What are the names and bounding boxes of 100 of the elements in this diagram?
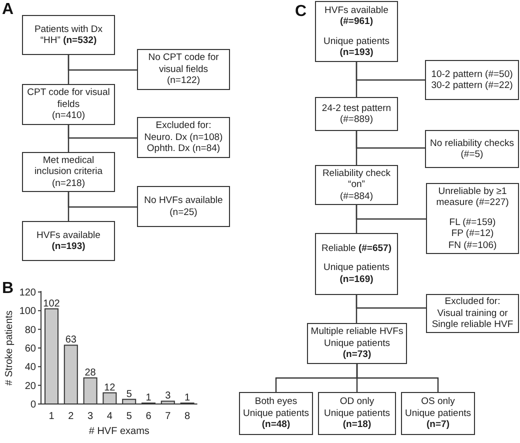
connector-line (68, 125, 137, 139)
step-text: (n=193) (52, 241, 86, 252)
step-text: 30-2 pattern (#=22) (431, 80, 513, 92)
connector-line (356, 205, 426, 220)
process-box (137, 186, 230, 227)
tick-label: 40 (24, 362, 36, 374)
step-text: (n=73) (342, 349, 372, 361)
data-label: 1 (146, 392, 152, 404)
connector-line (356, 364, 439, 392)
step-text: (n=48) (262, 419, 290, 431)
tick-label: 1 (48, 411, 54, 422)
step-text: (n=18) (342, 419, 372, 431)
tick-label: 4 (106, 411, 112, 422)
step-text: (n=410) (52, 110, 85, 122)
step-text: FL (#=159) (449, 216, 496, 228)
step-text: (n=122) (166, 75, 200, 87)
data-label: 63 (65, 334, 76, 346)
tick-label: 3 (88, 411, 94, 422)
process-box (315, 1, 398, 62)
step-text: Excluded for: (444, 296, 500, 308)
step-text: FP (#=12) (451, 228, 494, 240)
process-box (318, 392, 396, 435)
step-text: Patients with Dx “HH” (n=532) (33, 24, 104, 46)
process-box (307, 323, 407, 364)
step-text: (n=193) (340, 47, 374, 58)
process-box (315, 97, 398, 131)
connector-line (356, 295, 426, 309)
process-box (425, 130, 519, 168)
step-text: 10-2 pattern (#=50) (431, 68, 513, 80)
process-box (137, 117, 230, 158)
step-text: CPT code for visual fields (26, 87, 111, 110)
step-text: Unique patients (324, 408, 390, 420)
tick-label: 5 (126, 411, 132, 422)
panel-label: C (295, 3, 307, 21)
process-box (426, 294, 519, 333)
step-text: HVFs available (36, 230, 100, 241)
step-text: HVFs available (324, 4, 388, 16)
tick-label: 20 (24, 380, 36, 392)
step-text: FN (#=106) (448, 240, 497, 252)
data-label: 3 (165, 390, 171, 402)
step-text: (#=889) (340, 114, 373, 126)
step-text: (#=884) (340, 190, 373, 202)
step-text: No HVFs available (144, 195, 223, 206)
step-text: Unreliable by ≥1 measure (#=227) (435, 186, 510, 209)
axis-title: # HVF exams (88, 426, 150, 437)
process-box (426, 183, 519, 254)
data-label: 102 (43, 298, 60, 310)
process-box (239, 392, 313, 435)
step-text: Met medical inclusion criteria (33, 154, 104, 178)
step-text: Reliable (#=657) (322, 242, 392, 254)
tick-label: 2 (68, 411, 74, 422)
process-box (22, 84, 115, 125)
axis-title: # Stroke patients (4, 310, 15, 386)
step-text: Unique patients (404, 408, 472, 420)
step-text: (n=169) (340, 274, 374, 286)
connector-line (356, 131, 425, 149)
step-text: Unique patients (323, 36, 390, 47)
tick-label: 60 (24, 344, 36, 354)
process-box (425, 60, 519, 100)
step-text: (#=961) (340, 16, 373, 28)
process-box (401, 392, 475, 435)
tick-label: 120 (19, 288, 36, 298)
connector-line (68, 192, 137, 208)
step-text: Reliability check “on” (321, 168, 392, 191)
tick-label: 80 (24, 324, 36, 336)
connector-line (356, 62, 425, 81)
process-box (315, 165, 398, 205)
step-text: No reliability checks (430, 138, 514, 149)
data-label: 5 (126, 388, 132, 400)
step-text: Visual training or Single reliable HVF (430, 308, 514, 331)
step-text: Ophth. Dx (n=84) (146, 143, 220, 155)
step-text: (n=218) (52, 178, 85, 190)
process-box (22, 15, 115, 55)
data-label: 12 (104, 382, 116, 394)
step-text: (#=5) (460, 149, 484, 160)
step-text: Both eyes (254, 396, 298, 408)
process-box (22, 221, 115, 261)
panel-label: B (2, 280, 14, 298)
step-text: Unique patients (324, 338, 390, 350)
process-box (315, 233, 398, 295)
data-label: 1 (184, 392, 190, 404)
connector-line (68, 55, 137, 71)
process-box (22, 152, 115, 192)
process-box (137, 49, 230, 90)
step-text: Excluded for: (156, 120, 212, 132)
step-text: (n=25) (170, 206, 198, 218)
step-text: Multiple reliable HVFs (310, 326, 404, 338)
tick-label: 0 (30, 400, 36, 410)
step-text: Unique patients (323, 262, 390, 274)
data-label: 28 (84, 367, 96, 378)
tick-label: 100 (19, 306, 36, 318)
step-text: No CPT code for visual fields (147, 52, 220, 76)
tick-label: 7 (165, 411, 171, 422)
tick-label: 8 (184, 411, 190, 422)
panel-label: A (2, 1, 14, 19)
step-text: OS only (421, 396, 455, 408)
step-text: (n=7) (426, 419, 450, 431)
step-text: 24-2 test pattern (322, 102, 392, 114)
step-text: Neuro. Dx (n=108) (144, 132, 223, 144)
step-text: OD only (340, 396, 374, 408)
